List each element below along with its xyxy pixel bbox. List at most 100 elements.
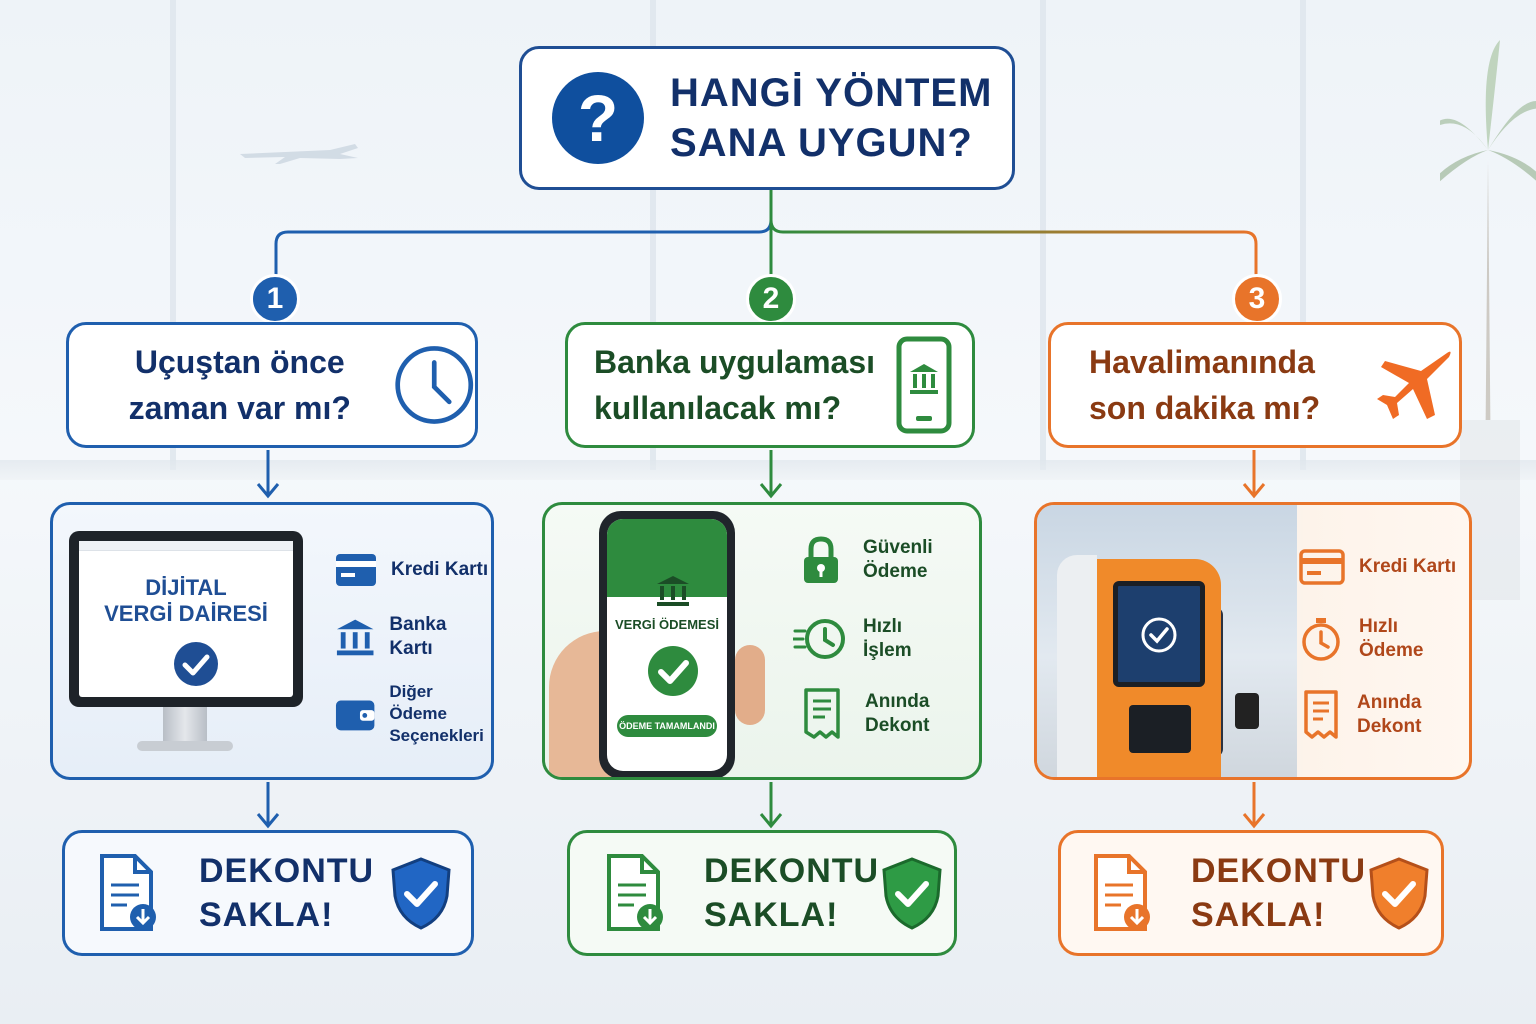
question-line-1: Banka uygulaması <box>594 339 884 385</box>
feature-item: Anında Dekont <box>1303 689 1421 741</box>
feature-label-line: Ödeme <box>863 560 933 584</box>
screen-title-line-1: DİJİTAL <box>79 575 293 601</box>
screen-title-line-2: VERGİ DAİRESİ <box>79 601 293 627</box>
question-line-2: kullanılacak mı? <box>594 385 884 431</box>
check-circle-icon <box>173 641 219 687</box>
feature-label-line: Diğer Ödeme <box>389 681 491 725</box>
method-panel-1: DİJİTAL VERGİ DAİRESİ Kredi Kartı Banka … <box>50 502 494 780</box>
feature-label-line: Anında <box>1357 691 1421 715</box>
result-text-3: DEKONTU SAKLA! <box>1191 849 1355 937</box>
feature-item: Diğer Ödeme Seçenekleri <box>335 681 491 747</box>
document-download-icon <box>99 853 157 933</box>
credit-card-icon <box>1299 549 1345 585</box>
clock-icon <box>393 341 475 429</box>
result-line-1: DEKONTU <box>199 849 369 893</box>
feature-item: Güvenli Ödeme <box>801 535 933 585</box>
feature-label: Anında Dekont <box>865 690 929 738</box>
kiosk-screen <box>1113 581 1205 687</box>
feature-label-line: Hızlı <box>1359 615 1423 639</box>
page-title: HANGİ YÖNTEM SANA UYGUN? <box>670 68 992 168</box>
fast-clock-icon <box>793 617 847 661</box>
hand-fingers <box>735 645 765 725</box>
monitor: DİJİTAL VERGİ DAİRESİ <box>69 531 303 707</box>
document-download-icon <box>606 853 664 933</box>
shield-check-icon <box>880 856 944 930</box>
step-badge-2: 2 <box>746 274 796 324</box>
question-box-3: Havalimanında son dakika mı? <box>1048 322 1462 448</box>
question-text-2: Banka uygulaması kullanılacak mı? <box>594 339 884 431</box>
wallet-icon <box>335 696 375 732</box>
feature-item: Banka Kartı <box>335 613 491 661</box>
card-reader <box>1129 705 1191 753</box>
result-box-2: DEKONTU SAKLA! <box>567 830 957 956</box>
feature-label-line: Anında <box>865 690 929 714</box>
feature-item: Hızlı İşlem <box>793 615 912 663</box>
feature-label-line: Seçenekleri <box>389 725 491 747</box>
feature-label: Hızlı İşlem <box>863 615 912 663</box>
feature-item: Kredi Kartı <box>1299 549 1456 585</box>
kiosk <box>1061 559 1221 780</box>
question-line-1: Uçuştan önce <box>117 339 363 385</box>
monitor-base <box>137 741 233 751</box>
feature-label-line: Dekont <box>865 714 929 738</box>
payment-status-badge: ÖDEME TAMAMLANDI <box>617 715 717 737</box>
lock-icon <box>801 535 841 585</box>
question-line-2: zaman var mı? <box>117 385 363 431</box>
question-text-1: Uçuştan önce zaman var mı? <box>117 339 363 431</box>
monitor-screen: DİJİTAL VERGİ DAİRESİ <box>79 541 293 697</box>
feature-label: Hızlı Ödeme <box>1359 615 1423 663</box>
title-line-2: SANA UYGUN? <box>670 118 992 168</box>
screen-title: DİJİTAL VERGİ DAİRESİ <box>79 575 293 627</box>
feature-label-line: Hızlı <box>863 615 912 639</box>
feature-label: Güvenli Ödeme <box>863 536 933 584</box>
result-line-2: SAKLA! <box>199 893 369 937</box>
result-line-2: SAKLA! <box>704 893 868 937</box>
check-circle-icon <box>647 645 699 697</box>
document-download-icon <box>1093 853 1151 933</box>
stopwatch-icon <box>1301 616 1341 662</box>
shield-check-icon <box>1367 856 1431 930</box>
kiosk-side <box>1057 555 1097 780</box>
result-box-3: DEKONTU SAKLA! <box>1058 830 1444 956</box>
title-line-1: HANGİ YÖNTEM <box>670 68 992 118</box>
result-line-1: DEKONTU <box>1191 849 1355 893</box>
question-line-2: son dakika mı? <box>1089 385 1351 431</box>
question-text-3: Havalimanında son dakika mı? <box>1089 339 1351 431</box>
luggage <box>1235 693 1259 729</box>
result-box-1: DEKONTU SAKLA! <box>62 830 474 956</box>
title-box: ? HANGİ YÖNTEM SANA UYGUN? <box>519 46 1015 190</box>
smartphone: VERGİ ÖDEMESİ ÖDEME TAMAMLANDI <box>599 511 735 779</box>
receipt-icon <box>803 687 841 741</box>
feature-item: Hızlı Ödeme <box>1301 615 1423 663</box>
credit-card-icon <box>335 553 377 587</box>
phone-bank-icon <box>896 336 952 434</box>
feature-label-line: Ödeme <box>1359 639 1423 663</box>
method-panel-2: VERGİ ÖDEMESİ ÖDEME TAMAMLANDI Güvenli Ö… <box>542 502 982 780</box>
airplane-icon <box>1375 345 1455 425</box>
feature-label-line: Güvenli <box>863 536 933 560</box>
bank-icon <box>335 617 375 657</box>
shield-check-icon <box>389 856 453 930</box>
feature-label: Banka Kartı <box>389 613 491 661</box>
question-line-1: Havalimanında <box>1089 339 1351 385</box>
result-line-1: DEKONTU <box>704 849 868 893</box>
feature-label-line: Dekont <box>1357 715 1421 739</box>
feature-label: Kredi Kartı <box>1359 555 1456 579</box>
smartphone-screen: VERGİ ÖDEMESİ ÖDEME TAMAMLANDI <box>607 519 727 771</box>
step-badge-1: 1 <box>250 274 300 324</box>
result-text-1: DEKONTU SAKLA! <box>199 849 369 937</box>
method-panel-3: Kredi Kartı Hızlı Ödeme Anında Dekont <box>1034 502 1472 780</box>
browser-bar <box>79 541 293 551</box>
phone-title: VERGİ ÖDEMESİ <box>607 617 727 632</box>
feature-label: Diğer Ödeme Seçenekleri <box>389 681 491 747</box>
monitor-stand <box>163 707 207 743</box>
result-line-2: SAKLA! <box>1191 893 1355 937</box>
feature-label: Anında Dekont <box>1357 691 1421 739</box>
step-badge-3: 3 <box>1232 274 1282 324</box>
question-box-1: Uçuştan önce zaman var mı? <box>66 322 478 448</box>
question-box-2: Banka uygulaması kullanılacak mı? <box>565 322 975 448</box>
bank-icon <box>655 575 691 607</box>
question-icon: ? <box>552 72 644 164</box>
feature-label: Kredi Kartı <box>391 558 488 582</box>
feature-label-line: İşlem <box>863 639 912 663</box>
